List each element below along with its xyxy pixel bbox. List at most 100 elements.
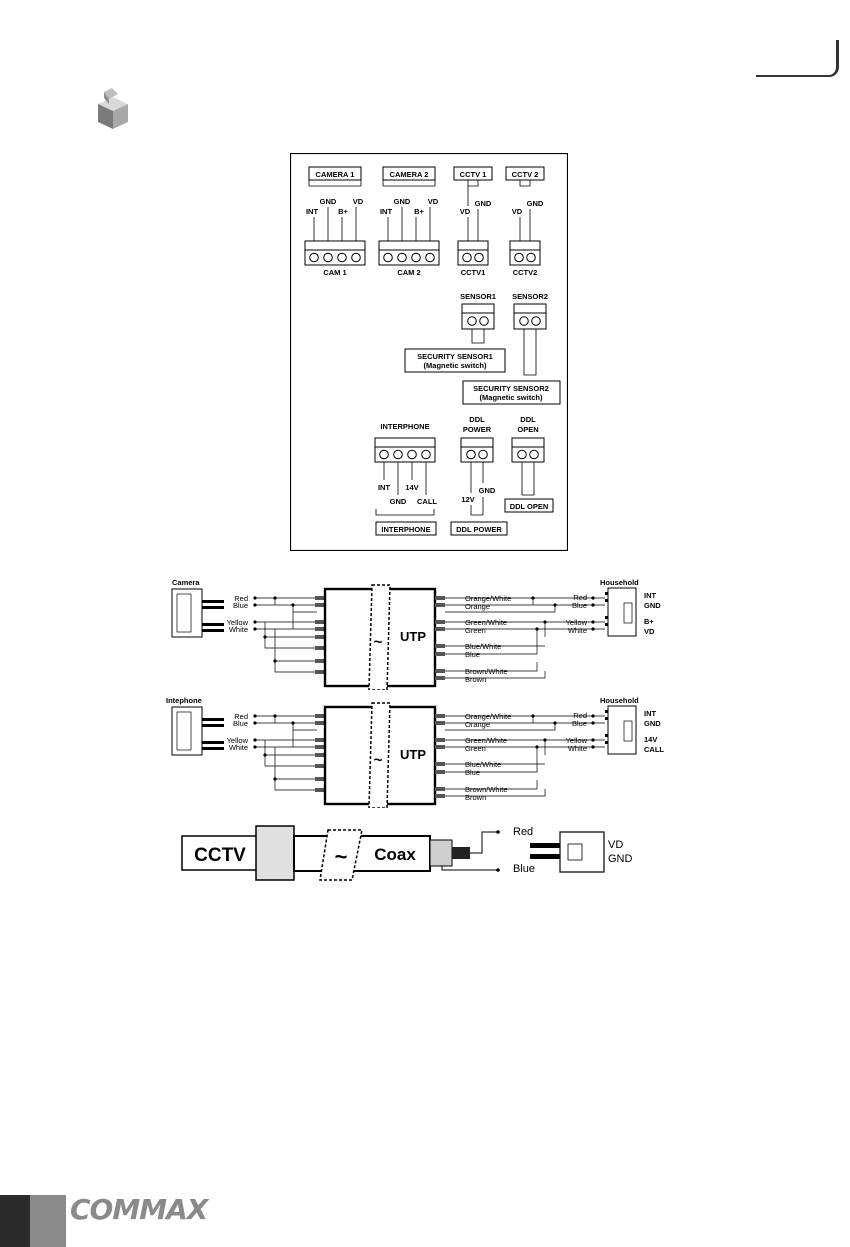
utp-cable: ~ UTP xyxy=(323,584,437,690)
svg-text:INTERPHONE: INTERPHONE xyxy=(381,525,430,534)
household-title: Household xyxy=(600,578,639,587)
svg-text:(Magnetic switch): (Magnetic switch) xyxy=(424,361,487,370)
svg-text:CALL: CALL xyxy=(644,745,664,754)
svg-text:VD: VD xyxy=(608,839,623,851)
sensor1-connector xyxy=(461,303,495,330)
svg-text:CAM 1: CAM 1 xyxy=(323,268,346,277)
interphone-title: Intephone xyxy=(166,696,202,705)
svg-text:Blue: Blue xyxy=(572,601,587,610)
ddl-power-connector xyxy=(460,437,494,463)
svg-text:INT: INT xyxy=(644,709,657,718)
svg-text:12V: 12V xyxy=(461,495,474,504)
svg-text:Orange: Orange xyxy=(465,720,490,729)
svg-text:Orange/White: Orange/White xyxy=(465,712,511,721)
cctv1-connector: CCTV1 xyxy=(457,240,489,277)
security-sensor2-box: SECURITY SENSOR2 (Magnetic switch) xyxy=(462,380,561,405)
cam2-pin-bplus: B+ xyxy=(414,207,424,216)
svg-text:DDL: DDL xyxy=(520,415,536,424)
svg-text:Red: Red xyxy=(234,712,248,721)
svg-text:CCTV: CCTV xyxy=(194,845,246,866)
svg-text:Yellow: Yellow xyxy=(227,736,249,745)
svg-text:Blue: Blue xyxy=(465,650,480,659)
svg-text:Green/White: Green/White xyxy=(465,618,507,627)
svg-text:Green/White: Green/White xyxy=(465,736,507,745)
interphone-header: INTERPHONE xyxy=(380,422,429,431)
svg-text:DDL OPEN: DDL OPEN xyxy=(510,502,549,511)
coax-red-label: Red xyxy=(513,826,533,838)
svg-text:VD: VD xyxy=(644,627,655,636)
svg-text:Blue: Blue xyxy=(572,719,587,728)
cam2-pin-gnd: GND xyxy=(394,197,411,206)
svg-text:CCTV1: CCTV1 xyxy=(461,268,486,277)
ddl-open-box: DDL OPEN xyxy=(504,498,554,513)
svg-text:Red: Red xyxy=(573,593,587,602)
svg-text:Yellow: Yellow xyxy=(566,618,588,627)
camera-connector xyxy=(171,588,224,638)
svg-text:GND: GND xyxy=(527,199,544,208)
household-connector xyxy=(605,705,637,755)
camera2-box: CAMERA 2 xyxy=(382,166,436,181)
svg-text:VD: VD xyxy=(512,207,523,216)
svg-text:GND: GND xyxy=(644,719,661,728)
svg-text:INT: INT xyxy=(644,591,657,600)
svg-text:Blue/White: Blue/White xyxy=(465,642,501,651)
cam2-connector: CAM 2 xyxy=(378,240,440,277)
interphone-connector xyxy=(374,437,436,463)
utp-camera-diagram: Camera Household Red Blue Yellow White xyxy=(171,578,661,690)
cam1-pin-int: INT xyxy=(306,207,319,216)
svg-text:GND: GND xyxy=(644,601,661,610)
household-title: Household xyxy=(600,696,639,705)
cam2-pin-int: INT xyxy=(380,207,393,216)
coax-cable: ~ Coax xyxy=(293,829,431,881)
svg-text:Brown: Brown xyxy=(465,793,486,802)
svg-text:Brown/White: Brown/White xyxy=(465,667,508,676)
svg-text:SECURITY SENSOR1: SECURITY SENSOR1 xyxy=(417,352,493,361)
svg-text:~: ~ xyxy=(374,634,383,651)
svg-text:Red: Red xyxy=(234,594,248,603)
svg-text:GND: GND xyxy=(479,486,496,495)
svg-text:~: ~ xyxy=(374,752,383,769)
interphone-pin-int: INT xyxy=(378,483,391,492)
svg-text:CCTV 1: CCTV 1 xyxy=(460,170,487,179)
svg-text:CAMERA 1: CAMERA 1 xyxy=(316,170,355,179)
ddl-power-box: DDL POWER xyxy=(450,521,508,536)
svg-text:CCTV2: CCTV2 xyxy=(513,268,538,277)
svg-text:Brown/White: Brown/White xyxy=(465,785,508,794)
cam1-pin-gnd: GND xyxy=(320,197,337,206)
camera1-box: CAMERA 1 xyxy=(308,166,362,181)
sensor2-connector xyxy=(513,303,547,330)
svg-text:OPEN: OPEN xyxy=(517,425,538,434)
svg-text:White: White xyxy=(568,744,587,753)
svg-text:Red: Red xyxy=(573,711,587,720)
interphone-pin-gnd: GND xyxy=(390,497,407,506)
cctv2-box: CCTV 2 xyxy=(505,166,545,181)
svg-text:Blue: Blue xyxy=(233,719,248,728)
svg-text:Coax: Coax xyxy=(374,845,416,864)
svg-text:Green: Green xyxy=(465,626,486,635)
svg-text:GND: GND xyxy=(475,199,492,208)
utp-interphone-diagram: Intephone Household Red Blue Yellow Whit… xyxy=(166,696,664,808)
utp-cable: ~ UTP xyxy=(323,702,437,808)
vd-gnd-connector xyxy=(530,831,605,873)
cctv2-connector: CCTV2 xyxy=(509,240,541,277)
svg-text:Orange: Orange xyxy=(465,602,490,611)
cctv1-box: CCTV 1 xyxy=(453,166,493,181)
interphone-pin-call: CALL xyxy=(417,497,437,506)
cam1-connector: CAM 1 xyxy=(304,240,366,277)
page-tab-marker xyxy=(756,40,839,77)
svg-text:SECURITY SENSOR2: SECURITY SENSOR2 xyxy=(473,384,549,393)
camera-title: Camera xyxy=(172,578,200,587)
coax-diagram: CCTV ~ Coax Red Blue VD GND xyxy=(181,825,633,881)
svg-text:UTP: UTP xyxy=(400,629,426,644)
svg-text:14V: 14V xyxy=(644,735,657,744)
svg-text:DDL: DDL xyxy=(469,415,485,424)
svg-text:Yellow: Yellow xyxy=(566,736,588,745)
interphone-pin-14v: 14V xyxy=(405,483,418,492)
svg-text:Orange/White: Orange/White xyxy=(465,594,511,603)
svg-text:DDL POWER: DDL POWER xyxy=(456,525,502,534)
coax-blue-label: Blue xyxy=(513,863,535,875)
cam1-pin-vd: VD xyxy=(353,197,364,206)
ddl-open-connector xyxy=(511,437,545,463)
svg-text:Blue: Blue xyxy=(465,768,480,777)
cam2-pin-vd: VD xyxy=(428,197,439,206)
